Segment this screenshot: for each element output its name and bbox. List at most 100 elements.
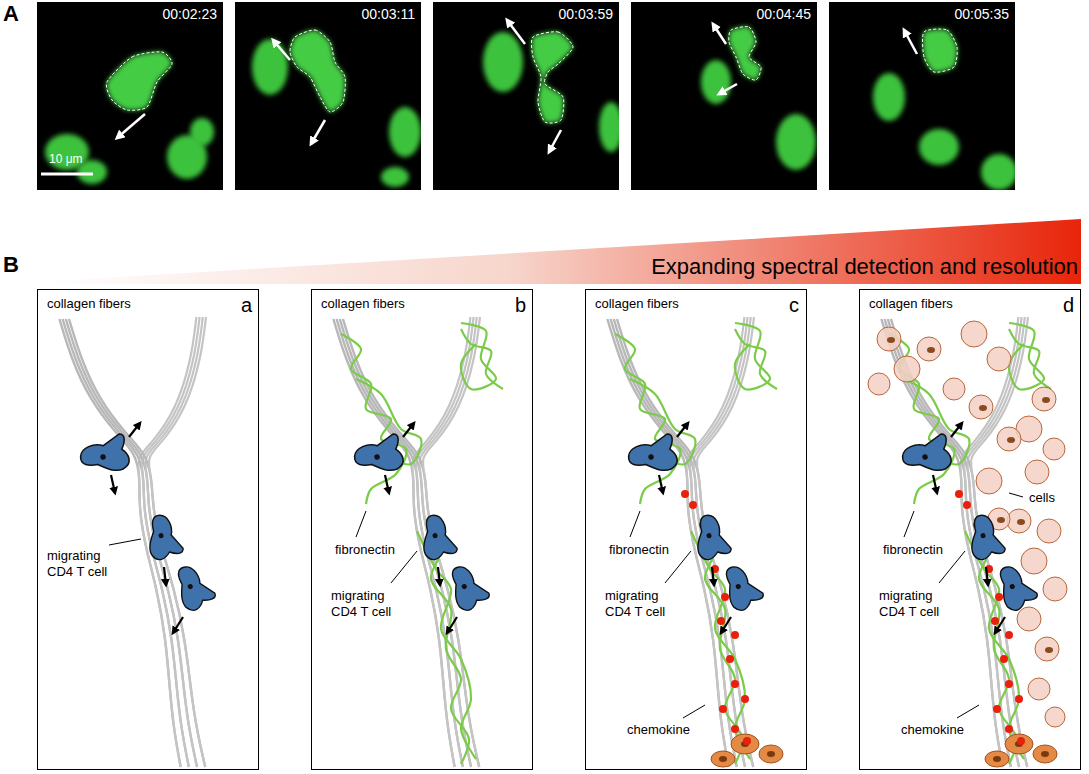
microscopy-image <box>37 2 223 190</box>
microscopy-image <box>235 2 421 190</box>
chemokine-dot <box>689 501 697 509</box>
timestamp-label: 00:05:35 <box>955 6 1010 23</box>
t-cell-body <box>416 511 459 561</box>
part-label: fibronectin <box>608 542 670 558</box>
fibronectin-strand <box>341 334 407 504</box>
cell-nucleus <box>1045 647 1053 653</box>
collagen-fiber <box>690 317 748 767</box>
migration-arrow <box>164 567 166 585</box>
cell-nucleus <box>706 533 712 539</box>
tissue-cell-body <box>868 373 890 395</box>
microscopy-image <box>433 2 619 190</box>
tissue-cell <box>1021 548 1047 574</box>
panel-letter: d <box>1062 293 1075 317</box>
t-cell <box>990 560 1040 614</box>
part-label: migrating CD4 T cell <box>878 588 956 619</box>
schematic-panel: collagen fibersdcellsfibronectinmigratin… <box>859 289 1081 770</box>
collagen-fiber <box>964 317 1022 767</box>
tissue-schematic <box>868 317 1067 767</box>
t-cell-body <box>168 560 218 614</box>
leader-line <box>957 705 979 718</box>
chemokine-dot <box>721 593 729 601</box>
chemokine-source-body <box>759 745 783 763</box>
t-cell-body <box>690 511 733 561</box>
part-label: collagen fibers <box>594 296 680 312</box>
microscopy-frame: 00:03:11 <box>235 2 421 190</box>
chemokine-dot <box>726 655 734 663</box>
direction-arrow <box>117 114 145 138</box>
tracked-cell <box>290 30 345 112</box>
timestamp-label: 00:03:11 <box>362 6 415 23</box>
fluorescent-cell <box>483 32 523 92</box>
fibronectin-strand <box>1009 329 1051 389</box>
part-label: collagen fibers <box>46 296 132 312</box>
chemokine-dot <box>963 501 971 509</box>
microscopy-frame: 00:03:59 <box>433 2 619 190</box>
tissue-cell <box>1043 577 1067 601</box>
migration-arrow <box>986 567 988 585</box>
collagen-fiber <box>66 319 197 767</box>
fluorescent-cell <box>776 114 816 170</box>
chemokine-dot <box>995 593 1003 601</box>
tissue-cell <box>1035 637 1059 661</box>
tissue-schematic <box>607 317 783 767</box>
tissue-cell-body <box>1021 548 1047 574</box>
t-cell <box>900 433 953 476</box>
tissue-cell-body <box>1025 460 1049 484</box>
t-cell <box>626 433 679 476</box>
chemokine-dot <box>731 725 739 733</box>
cell-nucleus <box>432 533 438 539</box>
migration-arrow <box>659 475 663 493</box>
fluorescent-cell <box>599 102 619 152</box>
collagen-fiber <box>69 319 205 767</box>
leader-line <box>356 511 366 537</box>
part-label: migrating CD4 T cell <box>46 548 124 579</box>
t-cell-body <box>964 511 1007 561</box>
panel-letter: A <box>3 1 19 27</box>
tissue-cell <box>1043 438 1065 460</box>
direction-arrow <box>311 120 325 144</box>
scale-bar <box>41 173 93 176</box>
t-cell <box>78 433 131 476</box>
tissue-cell <box>987 347 1011 371</box>
chemokine-dot <box>1000 655 1008 663</box>
direction-arrow <box>713 24 726 44</box>
t-cell <box>416 511 459 561</box>
schematic-panel: collagen fibersbfibronectinmigrating CD4… <box>311 289 533 770</box>
chemokine-dot <box>993 705 1001 713</box>
chemokine-source-body <box>711 751 735 767</box>
t-cell <box>690 511 733 561</box>
chemokine-source-cell <box>1005 734 1033 754</box>
tissue-cell-body <box>997 427 1021 451</box>
cell-nucleus <box>922 454 928 460</box>
migration-arrow <box>403 423 414 437</box>
tissue-cell <box>1037 519 1061 543</box>
part-label: chemokine <box>626 722 691 738</box>
part-label: collagen fibers <box>320 296 406 312</box>
tissue-cell <box>1032 387 1056 411</box>
fibronectin-strand <box>461 329 503 389</box>
timestamp-label: 00:04:45 <box>757 6 812 23</box>
leader-line <box>1009 493 1023 497</box>
fluorescent-cell <box>190 118 214 146</box>
panel-letter: c <box>788 293 800 317</box>
cell-nucleus <box>187 583 194 590</box>
t-cell-body <box>626 433 679 476</box>
cell-nucleus <box>997 517 1005 523</box>
part-label: collagen fibers <box>868 296 954 312</box>
chemokine-dot <box>1015 695 1023 703</box>
t-cell <box>716 560 766 614</box>
t-cell <box>964 511 1007 561</box>
fluorescent-cell <box>701 60 731 104</box>
tissue-cell-body <box>1028 678 1050 700</box>
cell-nucleus <box>1041 751 1049 757</box>
cell-nucleus <box>927 347 935 353</box>
migration-arrow <box>951 423 962 437</box>
chemokine-dot <box>955 490 963 498</box>
part-label: fibronectin <box>334 542 396 558</box>
migration-arrow <box>385 475 389 493</box>
axis-caption: Expanding spectral detection and resolut… <box>651 254 1078 280</box>
direction-arrow <box>719 84 737 94</box>
fluorescent-cell <box>45 134 89 170</box>
